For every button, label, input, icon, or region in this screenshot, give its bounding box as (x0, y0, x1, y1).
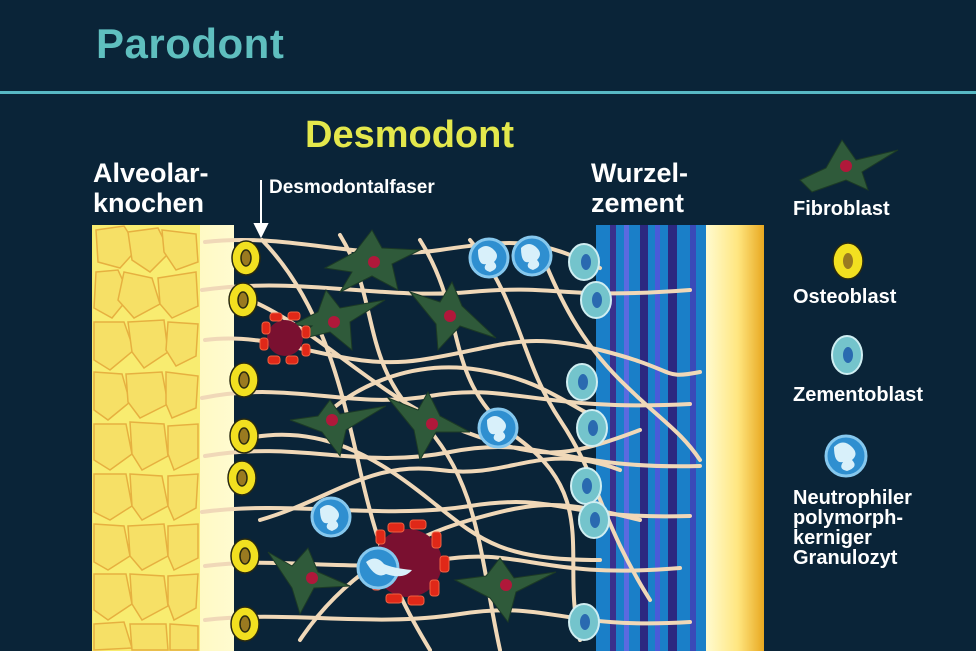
osteoblast-cell (230, 538, 260, 574)
osteoblasts (227, 240, 261, 642)
legend-neutrophil-icon (824, 434, 868, 478)
legend-cementoblast-icon (831, 335, 863, 375)
legend-osteoblast-label: Osteoblast (793, 286, 897, 308)
legend-neutrophil-line2: polymorph- (793, 507, 903, 529)
osteoblast-cell (229, 362, 259, 398)
cementoblast-cell (580, 281, 612, 319)
neutrophil-cell (356, 546, 412, 590)
diagram-heading: Desmodont (305, 114, 514, 156)
cementoblast-cell (576, 409, 608, 447)
alveolar-bone-label-line1: Alveolar- (93, 158, 209, 188)
fibroblast-cell (289, 399, 387, 458)
alveolar-bone-label-line2: knochen (93, 188, 205, 219)
legend-neutrophil-label: Neutrophiler polymorph- kerniger Granulo… (793, 488, 912, 568)
fibroblast-cell (323, 229, 422, 294)
cementoblast-cell (578, 501, 610, 539)
osteoblast-cell (229, 418, 259, 454)
cementoblast-cell (570, 467, 602, 505)
legend-osteoblast-icon (832, 242, 864, 280)
cementoblast-cell (568, 603, 600, 641)
legend-cementoblast-label: Zementoblast (793, 384, 924, 406)
alveolar-bone (92, 225, 234, 651)
cementoblast-cell (568, 243, 600, 281)
legend-neutrophil-line3: kerniger (793, 527, 872, 549)
neutrophil-cell (477, 407, 519, 449)
legend-fibroblast-label: Fibroblast (793, 198, 890, 220)
fibroblast-cell (267, 547, 351, 616)
title-divider (0, 91, 976, 94)
osteoblast-cell (228, 282, 258, 318)
fibroblasts (267, 229, 557, 624)
fibroblast-cell (453, 557, 557, 624)
legend-neutrophil-line1: Neutrophiler (793, 487, 912, 509)
osteoblast-cell (227, 460, 257, 496)
cementoblasts (566, 243, 612, 641)
root-dentin (706, 225, 764, 651)
fiber-label: Desmodontalfaser (269, 177, 435, 198)
cementum-label: Wurzel- zement (591, 158, 688, 218)
osteoblast-cell (230, 606, 260, 642)
neutrophil-cell (468, 237, 510, 279)
red-cell-cluster-large (356, 519, 450, 606)
fiber-pointer-arrow (253, 180, 269, 239)
cementoblast-cell (566, 363, 598, 401)
slide-title: Parodont (96, 20, 285, 67)
legend-fibroblast-icon (799, 139, 899, 193)
red-cell-cluster (259, 311, 311, 365)
neutrophil-cell (310, 496, 352, 538)
osteoblast-cell (231, 240, 261, 276)
cementum-label-line2: zement (591, 188, 685, 219)
fibroblast-cell (386, 390, 471, 462)
legend-neutrophil-line4: Granulozyt (793, 547, 898, 569)
neutrophils (310, 235, 553, 538)
alveolar-bone-label: Alveolar- knochen (93, 158, 209, 218)
cementum-label-line1: Wurzel- (591, 158, 689, 188)
neutrophil-cell (511, 235, 553, 277)
fibroblast-cell (408, 280, 497, 352)
